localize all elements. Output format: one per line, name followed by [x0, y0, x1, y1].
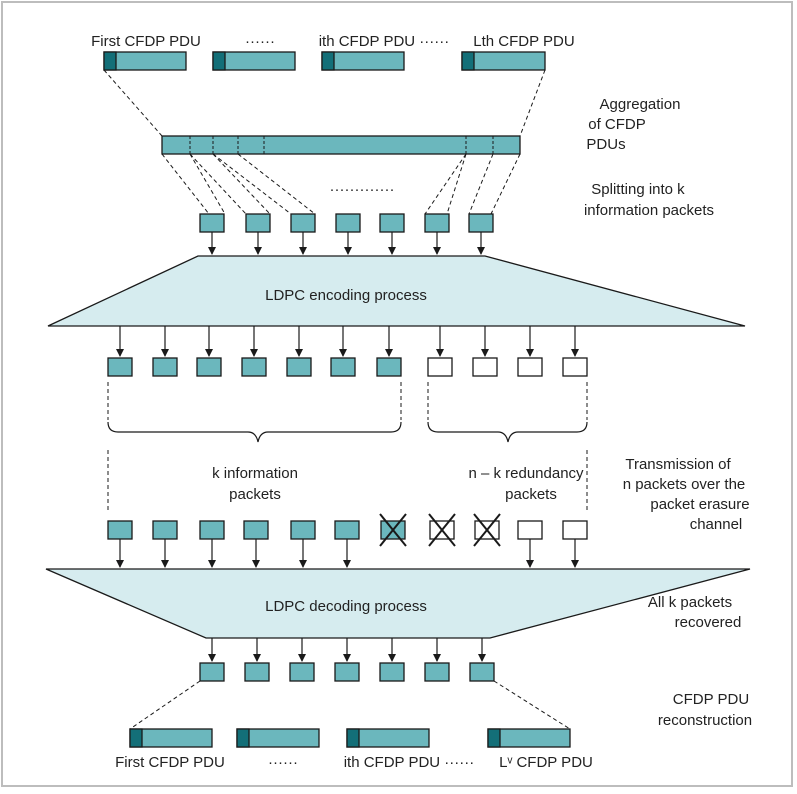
info-packets-arrows — [208, 232, 485, 255]
info-group-label-1: k information — [212, 465, 298, 482]
aggregation-label-1: Aggregation — [600, 96, 681, 113]
aggregation-label-2: of CFDP — [588, 116, 646, 133]
recovered-packets — [199, 662, 495, 682]
group-dashed-lines — [107, 382, 588, 512]
redundancy-group-label-2: packets — [505, 486, 557, 503]
reconstruction-label-2: reconstruction — [658, 712, 752, 729]
redundancy-group-label-1: n – k redundancy — [468, 465, 584, 482]
info-packets-row — [199, 213, 494, 233]
redundancy-group-brace — [427, 421, 588, 443]
erasure-marks — [379, 513, 501, 547]
transmitted-arrows — [116, 539, 579, 568]
encoded-info-packets — [107, 357, 402, 377]
encoded-redundancy-packets — [427, 357, 588, 377]
recovered-label-2: recovered — [675, 614, 742, 631]
transmission-label-3: packet erasure — [650, 496, 749, 513]
decoding-process-label: LDPC decoding process — [265, 598, 427, 615]
info-group-label-2: packets — [229, 486, 281, 503]
decoding-process-block — [45, 568, 751, 639]
aggregation-label-3: PDUs — [586, 136, 625, 153]
transmission-label-1: Transmission of — [625, 456, 731, 473]
info-group-brace — [107, 421, 402, 443]
encoding-process-block — [47, 255, 746, 327]
bottom-first-pdu-label: First CFDP PDU — [115, 754, 225, 771]
bottom-pdu-4 — [487, 728, 571, 748]
top-first-pdu-label: First CFDP PDU — [91, 33, 201, 50]
recovered-arrows — [208, 638, 486, 662]
top-pdu-4 — [461, 51, 546, 71]
top-ith-pdu-label: ith CFDP PDU ······ — [319, 33, 450, 50]
top-pdu-2 — [212, 51, 296, 71]
top-dots-1: ······ — [245, 33, 275, 50]
bottom-ith-pdu-label: ith CFDP PDU ······ — [344, 754, 475, 771]
bottom-pdu-2 — [236, 728, 320, 748]
aggregation-connectors — [103, 69, 546, 137]
bottom-last-pdu-label: Lᵛ CFDP PDU — [499, 754, 593, 771]
reconstruction-label-1: CFDP PDU — [673, 691, 749, 708]
bottom-pdu-3 — [346, 728, 430, 748]
reconstruction-connectors — [129, 680, 571, 730]
splitting-dots: ············· — [330, 181, 395, 198]
splitting-label-2: information packets — [584, 202, 714, 219]
aggregation-bar — [161, 135, 521, 155]
bottom-pdu-1 — [129, 728, 213, 748]
bottom-dots-1: ······ — [268, 754, 298, 771]
recovered-label-1: All k packets — [648, 594, 732, 611]
encoding-process-label: LDPC encoding process — [265, 287, 427, 304]
transmission-label-2: n packets over the — [623, 476, 746, 493]
top-pdu-3 — [321, 51, 405, 71]
transmission-label-4: channel — [690, 516, 743, 533]
splitting-label-1: Splitting into k — [591, 181, 685, 198]
top-pdu-1 — [103, 51, 187, 71]
top-lth-pdu-label: Lth CFDP PDU — [473, 33, 574, 50]
splitting-connectors — [161, 153, 521, 215]
encoded-arrows — [116, 326, 579, 357]
